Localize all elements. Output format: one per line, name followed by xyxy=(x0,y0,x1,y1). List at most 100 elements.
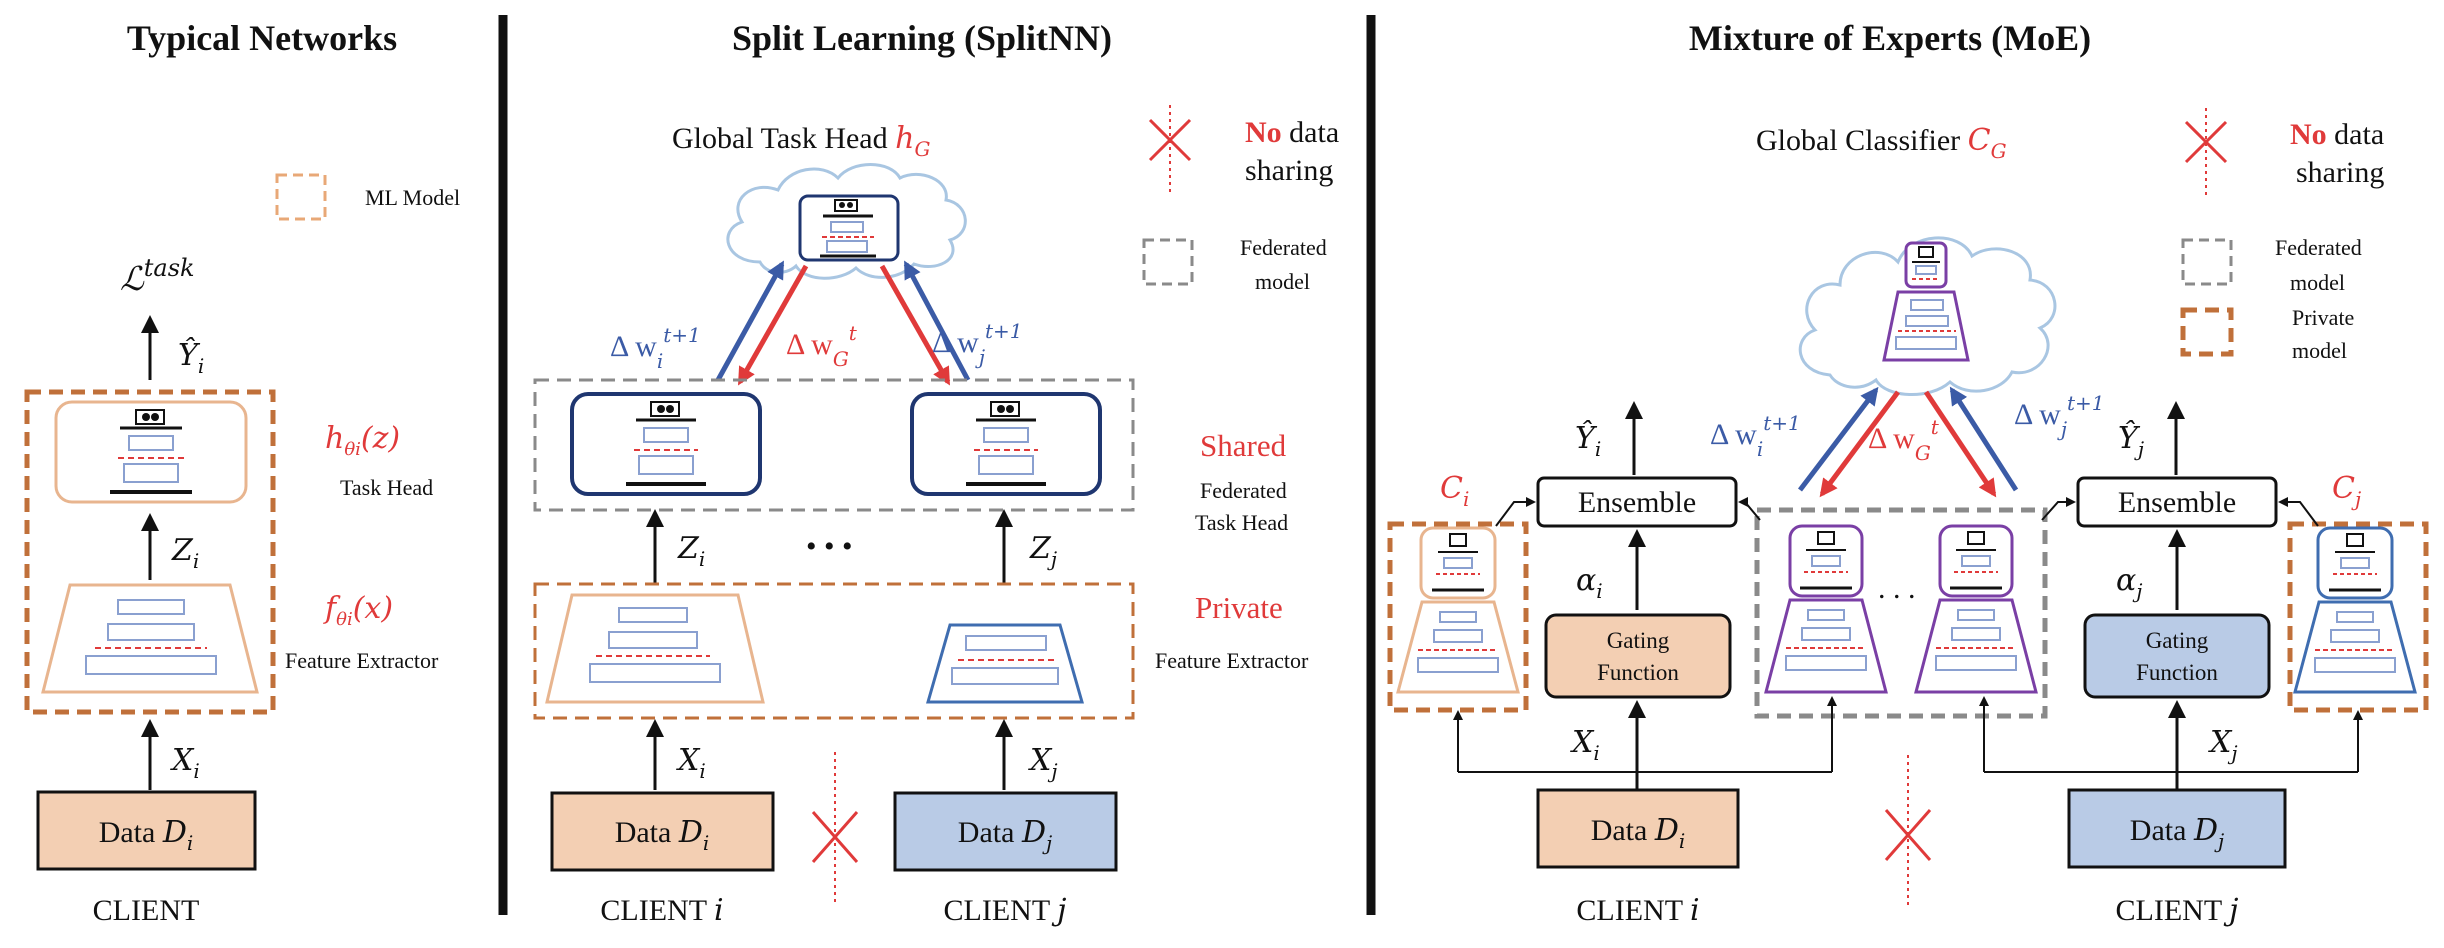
private-label: Private xyxy=(1195,590,1283,625)
ensemble-j-label: Ensemble xyxy=(2118,486,2236,519)
section-split: Split Learning (SplitNN) Global Task Hea… xyxy=(533,18,1339,928)
moe-x-i-label: Xi xyxy=(1570,725,1600,765)
moe-dw-j-label: Δ wjt+1 xyxy=(2014,391,2105,441)
moe-no-sharing-label-2: sharing xyxy=(2296,156,2384,189)
expert-i-icon xyxy=(1764,524,1888,694)
split-fe-label: Feature Extractor xyxy=(1155,648,1309,673)
moe-yhat-j: Ŷj xyxy=(2118,420,2144,461)
arrow-ci-to-ensemble xyxy=(1495,497,1536,527)
x-i-label: Xi xyxy=(676,743,706,783)
c-i-label: Ci xyxy=(1440,471,1469,511)
feature-extractor-block xyxy=(41,583,259,694)
moe-legend-federated-l1: Federated xyxy=(2275,235,2362,260)
arrow-experts-to-ensemble-i xyxy=(1738,497,1761,521)
section-typical: Typical Networks ML Model ℒtask Ŷi hθi(z… xyxy=(24,18,460,927)
data-label: Data Di xyxy=(99,815,194,855)
global-task-head-icon xyxy=(820,199,876,258)
federated-task-head-l2: Task Head xyxy=(1195,510,1288,535)
moe-x-j-label: Xj xyxy=(2208,725,2238,765)
task-head-math: hθi(z) xyxy=(325,421,400,460)
moe-yhat-i: Ŷi xyxy=(1575,420,1601,461)
task-head-j-icon xyxy=(966,401,1046,486)
section-moe: Mixture of Experts (MoE) Global Classifi… xyxy=(1387,18,2429,928)
arrow-dw-j xyxy=(903,260,971,382)
ensemble-j xyxy=(2076,476,2278,528)
data-j-block xyxy=(893,791,1118,872)
legend-ml-model-label: ML Model xyxy=(365,185,460,210)
moe-client-i-label: CLIENT i xyxy=(1576,893,1699,928)
ml-model-box xyxy=(24,389,276,715)
data-i-block xyxy=(550,791,775,872)
client-j-label: CLIENT j xyxy=(944,893,1067,928)
moe-title: Mixture of Experts (MoE) xyxy=(1689,18,2091,58)
feature-extractor-icon xyxy=(85,599,217,675)
moe-data-i-label: Data Di xyxy=(1591,813,1686,853)
split-title: Split Learning (SplitNN) xyxy=(732,18,1112,58)
moe-legend-federated-icon xyxy=(2181,238,2233,286)
moe-data-j-block xyxy=(2067,788,2287,869)
feature-extractor-math: fθi(x) xyxy=(323,591,393,630)
task-head-label: Task Head xyxy=(340,475,433,500)
moe-dw-g-label: Δ wGt xyxy=(1868,415,1940,465)
data-i-label: Data Di xyxy=(615,815,710,855)
arrow-cj-to-ensemble xyxy=(2278,497,2319,527)
z-j-label: Zj xyxy=(1029,531,1057,571)
dw-i-label: Δ wit+1 xyxy=(610,323,701,373)
typical-title: Typical Networks xyxy=(127,18,397,58)
moe-legend-federated-l2: model xyxy=(2290,270,2345,295)
moe-data-i-block xyxy=(1536,788,1740,869)
yhat-i: Ŷi xyxy=(178,337,204,378)
no-sharing-label-2: sharing xyxy=(1245,154,1333,187)
legend-federated-icon xyxy=(1142,238,1194,286)
data-j-label: Data Dj xyxy=(958,815,1052,855)
dots-split: • • • xyxy=(806,530,853,563)
gating-j-l2: Function xyxy=(2136,660,2218,685)
private-model-i-box xyxy=(1387,521,1529,713)
arrow-experts-to-ensemble-j xyxy=(2041,497,2076,521)
data-block xyxy=(36,790,257,871)
arrow-dw-i xyxy=(715,260,785,382)
gating-i-l2: Function xyxy=(1597,660,1679,685)
private-model-j-icon xyxy=(2293,526,2417,694)
legend-federated-l2: model xyxy=(1255,269,1310,294)
fe-i-icon xyxy=(589,607,721,683)
loss-symbol: ℒtask xyxy=(120,254,195,298)
gating-function-j xyxy=(2083,613,2271,699)
federated-experts-box xyxy=(1754,507,2048,719)
alpha-i-label: αi xyxy=(1576,563,1603,603)
shared-region-box xyxy=(533,378,1135,512)
moe-dots: . . . xyxy=(1878,572,1916,605)
ensemble-i xyxy=(1536,476,1738,528)
x-j-label: Xj xyxy=(1028,743,1058,783)
legend-ml-model-icon xyxy=(275,173,327,221)
moe-client-j-label: CLIENT j xyxy=(2116,893,2239,928)
x-i: Xi xyxy=(170,743,200,783)
private-model-j-box xyxy=(2287,521,2429,713)
shared-label: Shared xyxy=(1200,428,1287,463)
arrow-dw-g-right xyxy=(879,264,951,386)
federated-task-head-l1: Federated xyxy=(1200,478,1287,503)
moe-data-j-label: Data Dj xyxy=(2130,813,2224,853)
moe-arrow-dw-g-right xyxy=(1923,390,1997,498)
client-i-label: CLIENT i xyxy=(600,893,723,928)
feature-extractor-label: Feature Extractor xyxy=(285,648,439,673)
c-j-label: Cj xyxy=(2332,471,2361,511)
legend-federated-l1: Federated xyxy=(1240,235,1327,260)
global-task-head-label: Global Task Head hG xyxy=(672,121,930,161)
no-sharing-label-1: No data xyxy=(1245,116,1339,149)
task-head-j-block xyxy=(910,392,1102,496)
task-head-i-icon xyxy=(626,401,706,486)
ensemble-i-label: Ensemble xyxy=(1578,486,1696,519)
gating-j-l1: Gating xyxy=(2146,628,2209,653)
client-label: CLIENT xyxy=(93,894,200,927)
task-head-i-block xyxy=(570,392,762,496)
global-classifier-icon xyxy=(1882,241,1970,362)
fe-j-icon xyxy=(951,635,1059,685)
dw-j-label: Δ wjt+1 xyxy=(932,319,1023,369)
arrow-dw-g-left xyxy=(737,264,809,386)
expert-j-icon xyxy=(1914,524,2038,694)
task-head-block xyxy=(54,400,248,504)
private-model-i-icon xyxy=(1396,526,1520,694)
private-region-box xyxy=(533,582,1135,720)
